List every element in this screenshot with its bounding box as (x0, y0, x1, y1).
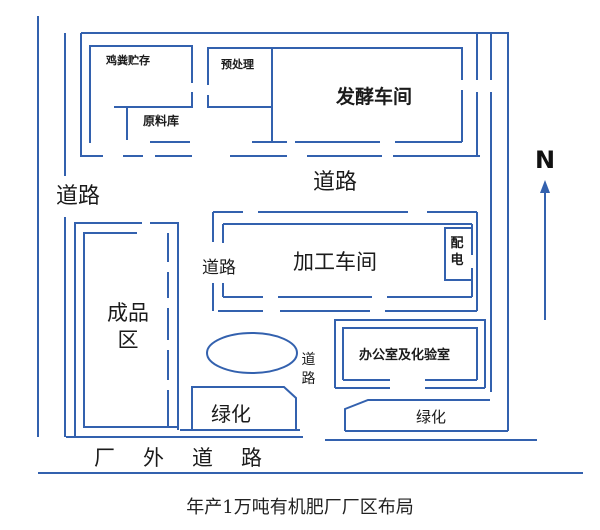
diagram-caption: 年产1万吨有机肥厂厂区布局 (186, 497, 414, 518)
road-west-label: 道路 (56, 184, 101, 209)
manure-storage-walls (89, 45, 193, 143)
pond-ellipse (206, 332, 298, 374)
finished-product-label: 成品区 (107, 301, 149, 352)
north-arrow-head (540, 180, 550, 193)
factory-north-east-wall (81, 32, 509, 431)
power-distribution-label: 配电 (450, 236, 464, 268)
pretreatment-walls (207, 47, 273, 143)
factory-south-boundary (66, 436, 537, 441)
green-area-right-shape (344, 399, 508, 432)
green-left-outline (180, 386, 300, 431)
office-lab-building (334, 319, 486, 389)
fermentation-label: 发酵车间 (336, 86, 413, 108)
outer-roads-boundary (37, 16, 583, 474)
fermentation-walls (272, 47, 463, 142)
outer-road-label: 厂外道路 (94, 446, 290, 470)
fermentation-building (81, 47, 480, 157)
finished-outer-box (74, 222, 179, 437)
road-small-vertical-label: 道路 (301, 352, 316, 387)
green-left-label: 绿化 (211, 402, 251, 426)
road-north-label: 道路 (313, 170, 358, 195)
office-outer-box (334, 319, 486, 389)
north-arrow (540, 180, 550, 320)
finished-inner-box (83, 232, 178, 428)
green-right-outline (344, 399, 508, 432)
road-inner-label: 道路 (202, 258, 236, 278)
power-distribution-box (444, 227, 472, 281)
processing-road-loop (212, 211, 478, 312)
green-area-left-shape (180, 386, 300, 431)
processing-workshop-building (222, 223, 473, 298)
manure-storage-label: 鸡粪贮存 (106, 54, 150, 67)
manure-storage-building (89, 45, 193, 143)
office-inner-box (342, 327, 478, 381)
pretreatment-label: 预处理 (221, 58, 254, 71)
office-lab-label: 办公室及化验室 (359, 348, 451, 363)
raw-material-label: 原料库 (143, 114, 180, 128)
finished-product-area-walls (74, 222, 179, 437)
green-right-label: 绿化 (416, 408, 447, 426)
pretreatment-building (207, 47, 273, 143)
north-label: N (535, 146, 556, 174)
processing-label: 加工车间 (293, 250, 377, 274)
